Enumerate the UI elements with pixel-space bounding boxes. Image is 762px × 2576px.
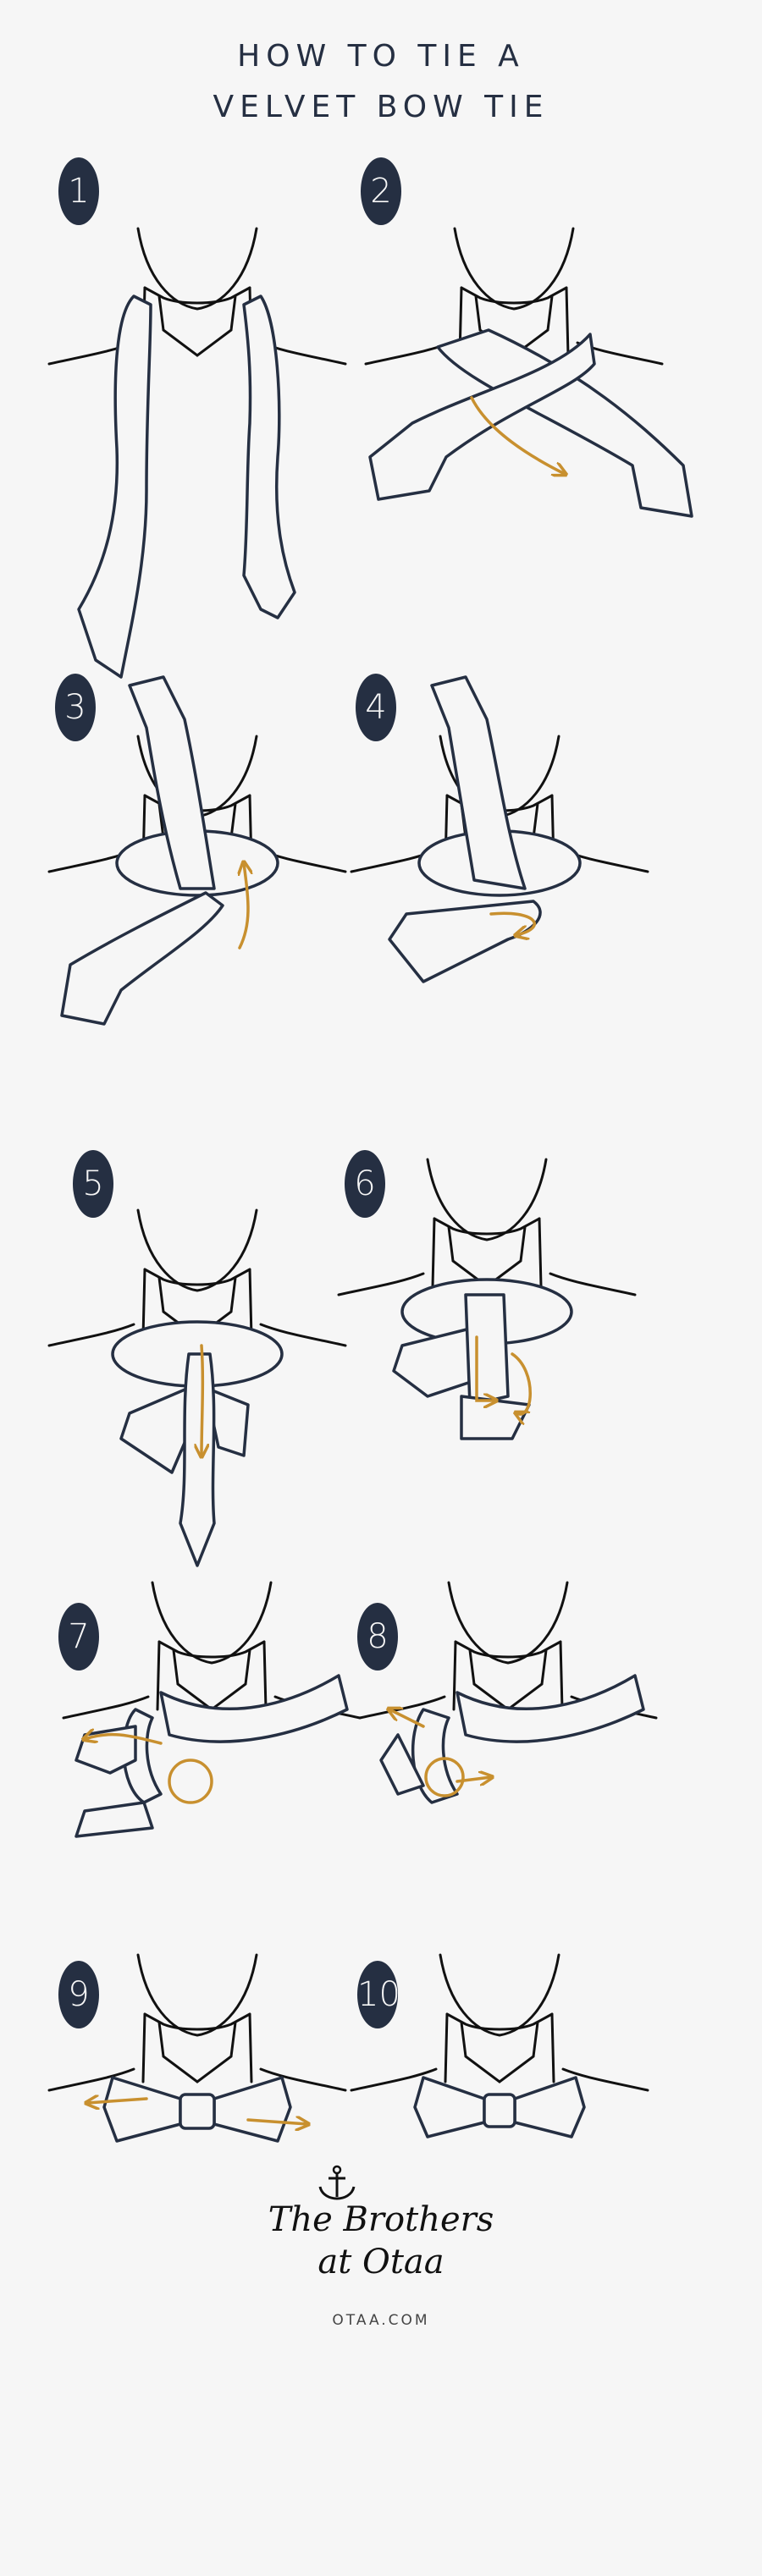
title-line-1: HOW TO TIE A: [237, 39, 525, 74]
step-4-badge: 4: [356, 674, 396, 741]
step-3-badge: 3: [55, 674, 96, 741]
step-1-tie: [77, 294, 296, 679]
step-5-badge: 5: [73, 1150, 113, 1218]
step-2-tie: [368, 328, 693, 518]
step-2-badge: 2: [361, 157, 401, 225]
step-9-tie: [87, 2076, 307, 2143]
step-3-tie: [60, 675, 279, 1026]
step-7-tie: [75, 1674, 349, 1838]
anchor-icon: [318, 2165, 356, 2200]
step-1-neck-collar: [47, 227, 347, 366]
step-4-tie: [388, 675, 582, 983]
logo-line-1: The Brothers: [268, 2200, 494, 2239]
step-10-neck-collar: [350, 1953, 649, 2092]
step-8-badge: 8: [357, 1603, 398, 1671]
website-link[interactable]: OTAA.COM: [332, 2312, 430, 2329]
step-6-badge: 6: [345, 1150, 385, 1218]
step-5-tie: [111, 1320, 284, 1567]
step-8-tie: [379, 1674, 645, 1804]
step-1-badge: 1: [58, 157, 99, 225]
step-9-badge: 9: [58, 1961, 99, 2028]
step-10-tie: [413, 2076, 586, 2138]
step-7-badge: 7: [58, 1603, 99, 1671]
step-6-tie: [392, 1278, 573, 1440]
step-10-badge: 10: [357, 1961, 400, 2028]
title-line-2: VELVET BOW TIE: [213, 90, 549, 124]
step-9-neck-collar: [47, 1953, 347, 2092]
logo-line-2: at Otaa: [318, 2243, 444, 2282]
